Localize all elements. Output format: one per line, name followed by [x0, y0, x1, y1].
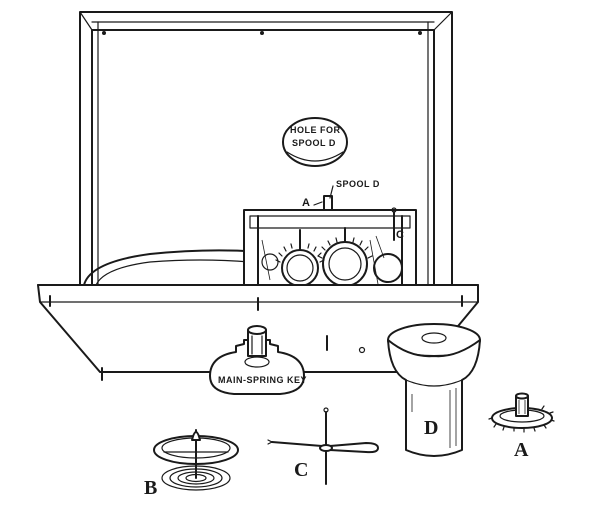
label-c-top: C — [396, 229, 404, 241]
main-spring-key — [209, 325, 305, 395]
part-b-balance — [153, 429, 239, 491]
main-spring-drum — [83, 249, 263, 286]
leader-spool-d — [329, 185, 334, 199]
clockwork-mechanism — [243, 195, 417, 291]
spool-hole-disc — [282, 117, 348, 167]
label-main-spring-key: MAIN-SPRING KEY — [218, 375, 308, 385]
label-hole-for-line2: SPOOL D — [292, 138, 336, 148]
box-lid-frame — [79, 11, 453, 286]
spool-d-part — [387, 323, 481, 457]
label-part-c: C — [294, 459, 309, 481]
label-part-a: A — [514, 439, 529, 461]
tray-screws — [49, 295, 463, 381]
label-hole-for-line1: HOLE FOR — [290, 125, 341, 135]
label-part-d: D — [424, 417, 439, 439]
label-part-b: B — [144, 477, 158, 499]
label-spool-d-top: SPOOL D — [336, 179, 380, 189]
leader-a-top — [313, 201, 323, 206]
part-a-gear — [488, 392, 555, 433]
part-c-lever — [267, 407, 379, 485]
label-a-top: A — [302, 197, 310, 209]
